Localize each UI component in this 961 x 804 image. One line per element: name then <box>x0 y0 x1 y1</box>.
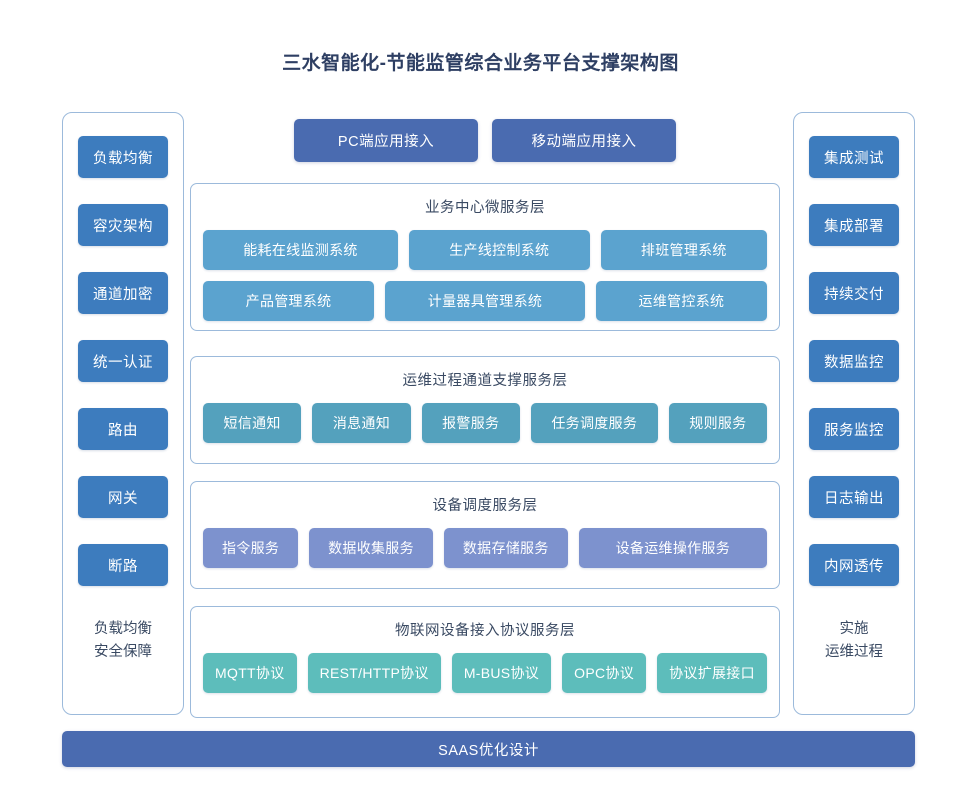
layer-panel-iot-protocol: 物联网设备接入协议服务层 MQTT协议 REST/HTTP协议 M-BUS协议 … <box>190 606 780 718</box>
service-production-line-control[interactable]: 生产线控制系统 <box>408 230 590 270</box>
right-chip-data-monitoring[interactable]: 数据监控 <box>809 340 899 382</box>
layer-title-ops-support: 运维过程通道支撑服务层 <box>402 373 568 389</box>
protocol-rest-http[interactable]: REST/HTTP协议 <box>307 653 441 693</box>
left-chip-load-balance[interactable]: 负载均衡 <box>78 136 168 178</box>
right-chip-continuous-delivery[interactable]: 持续交付 <box>809 272 899 314</box>
layer-row-business-2: 产品管理系统 计量器具管理系统 运维管控系统 <box>203 281 768 321</box>
layer-title-iot-protocol: 物联网设备接入协议服务层 <box>395 623 575 639</box>
protocol-extension-interface[interactable]: 协议扩展接口 <box>657 653 767 693</box>
right-caption-line-1: 实施 <box>839 621 869 637</box>
layer-panel-device-scheduling: 设备调度服务层 指令服务 数据收集服务 数据存储服务 设备运维操作服务 <box>190 481 780 589</box>
right-chip-service-monitoring[interactable]: 服务监控 <box>809 408 899 450</box>
left-support-column: 负载均衡 容灾架构 通道加密 统一认证 路由 网关 断路 负载均衡 安全保障 <box>62 112 184 715</box>
left-chip-disaster-recovery[interactable]: 容灾架构 <box>78 204 168 246</box>
layer-row-device-1: 指令服务 数据收集服务 数据存储服务 设备运维操作服务 <box>203 528 768 568</box>
service-rule-engine[interactable]: 规则服务 <box>668 403 768 443</box>
service-ops-control[interactable]: 运维管控系统 <box>595 281 768 321</box>
service-product-management[interactable]: 产品管理系统 <box>203 281 375 321</box>
right-support-column: 集成测试 集成部署 持续交付 数据监控 服务监控 日志输出 内网透传 实施 运维… <box>793 112 915 715</box>
service-metering-instrument-management[interactable]: 计量器具管理系统 <box>385 281 585 321</box>
service-command[interactable]: 指令服务 <box>203 528 299 568</box>
right-chip-integration-deploy[interactable]: 集成部署 <box>809 204 899 246</box>
left-caption-line-2: 安全保障 <box>94 644 152 660</box>
protocol-opc[interactable]: OPC协议 <box>562 653 647 693</box>
layer-row-iot-1: MQTT协议 REST/HTTP协议 M-BUS协议 OPC协议 协议扩展接口 <box>203 653 767 693</box>
saas-optimization-bar[interactable]: SAAS优化设计 <box>62 731 915 767</box>
layer-panel-ops-support: 运维过程通道支撑服务层 短信通知 消息通知 报警服务 任务调度服务 规则服务 <box>190 356 780 464</box>
right-chip-intranet-tunnel[interactable]: 内网透传 <box>809 544 899 586</box>
pc-access-button[interactable]: PC端应用接入 <box>294 119 478 162</box>
left-caption-line-1: 负载均衡 <box>94 621 152 637</box>
service-task-scheduling[interactable]: 任务调度服务 <box>530 403 658 443</box>
right-caption-line-2: 运维过程 <box>825 644 883 660</box>
service-energy-monitoring[interactable]: 能耗在线监测系统 <box>203 230 398 270</box>
service-alarm[interactable]: 报警服务 <box>421 403 520 443</box>
layer-row-business-1: 能耗在线监测系统 生产线控制系统 排班管理系统 <box>203 230 768 270</box>
layer-title-business: 业务中心微服务层 <box>425 200 545 216</box>
layer-row-ops-1: 短信通知 消息通知 报警服务 任务调度服务 规则服务 <box>203 403 768 443</box>
layer-title-device-scheduling: 设备调度服务层 <box>432 498 538 514</box>
service-shift-management[interactable]: 排班管理系统 <box>600 230 768 270</box>
service-data-collection[interactable]: 数据收集服务 <box>309 528 433 568</box>
right-column-caption: 实施 运维过程 <box>825 618 883 664</box>
service-data-storage[interactable]: 数据存储服务 <box>443 528 568 568</box>
protocol-mqtt[interactable]: MQTT协议 <box>203 653 297 693</box>
service-sms-notification[interactable]: 短信通知 <box>203 403 302 443</box>
service-message-notification[interactable]: 消息通知 <box>312 403 411 443</box>
mobile-access-button[interactable]: 移动端应用接入 <box>492 119 676 162</box>
layer-panel-business: 业务中心微服务层 能耗在线监测系统 生产线控制系统 排班管理系统 产品管理系统 … <box>190 183 780 331</box>
right-chip-integration-test[interactable]: 集成测试 <box>809 136 899 178</box>
left-chip-circuit-breaker[interactable]: 断路 <box>78 544 168 586</box>
service-device-ops-operation[interactable]: 设备运维操作服务 <box>578 528 768 568</box>
right-chip-log-output[interactable]: 日志输出 <box>809 476 899 518</box>
left-chip-gateway[interactable]: 网关 <box>78 476 168 518</box>
left-chip-unified-auth[interactable]: 统一认证 <box>78 340 168 382</box>
left-chip-routing[interactable]: 路由 <box>78 408 168 450</box>
application-access-row: PC端应用接入 移动端应用接入 <box>190 119 780 162</box>
protocol-mbus[interactable]: M-BUS协议 <box>451 653 552 693</box>
left-chip-channel-encryption[interactable]: 通道加密 <box>78 272 168 314</box>
left-column-caption: 负载均衡 安全保障 <box>94 618 152 664</box>
page-title: 三水智能化-节能监管综合业务平台支撑架构图 <box>282 53 679 74</box>
